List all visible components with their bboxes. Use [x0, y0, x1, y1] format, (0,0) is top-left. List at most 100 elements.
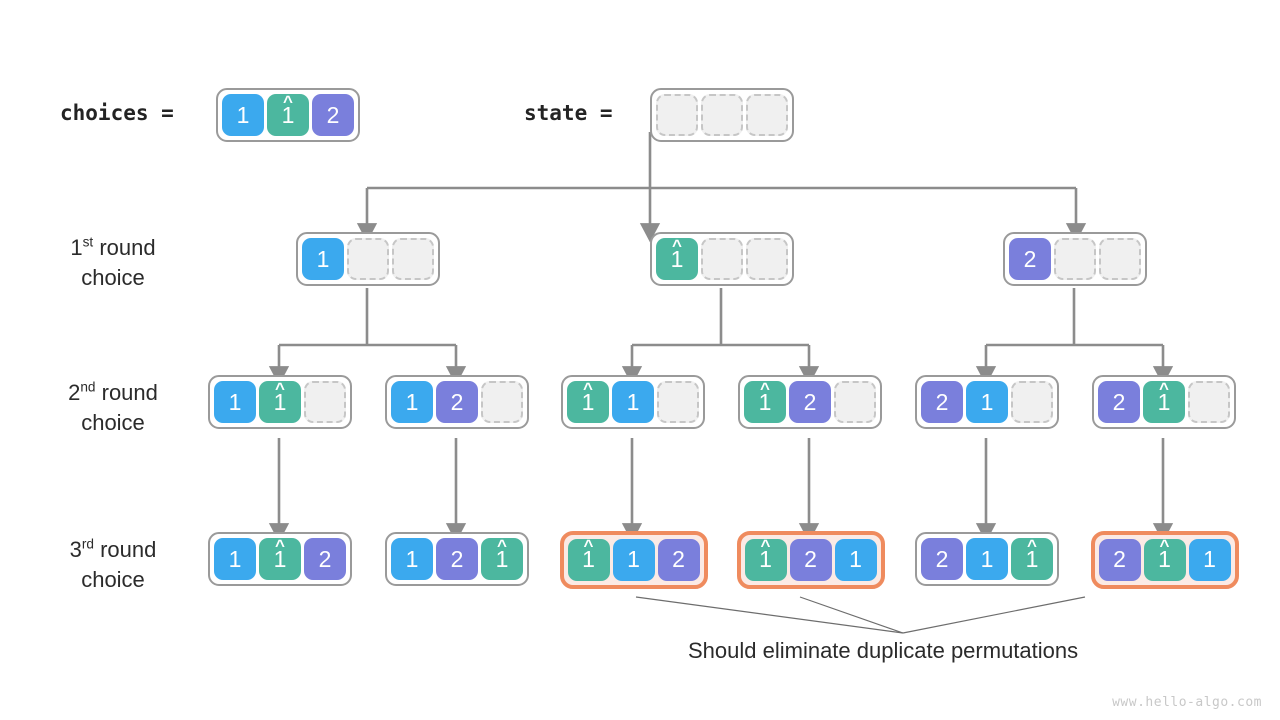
hat-glyph: ^1 — [758, 380, 772, 415]
state-label: state = — [524, 101, 613, 125]
cell-value: 1 — [759, 546, 772, 572]
caret-icon: ^ — [672, 235, 682, 255]
cell-value: 1 — [236, 101, 250, 128]
array-cell-1: 1 — [1188, 538, 1231, 581]
cell-value: 1 — [405, 545, 419, 572]
caret-icon: ^ — [497, 535, 507, 555]
tree-node-round2-6: 2^1 — [1092, 375, 1236, 429]
hat-glyph: ^1 — [582, 537, 595, 572]
array-cell-1: 1 — [966, 538, 1008, 580]
cell-value: 1 — [627, 546, 640, 572]
cell-value: 1 — [980, 388, 994, 415]
cell-value: 2 — [935, 545, 949, 572]
array-cell-1: 1 — [214, 538, 256, 580]
cell-value: 1 — [849, 546, 862, 572]
array-cell-1: 1 — [966, 381, 1008, 423]
cell-value: 1 — [626, 388, 640, 415]
array-cell-1: 1 — [391, 538, 433, 580]
hat-glyph: ^1 — [759, 537, 772, 572]
array-cell-2: 2 — [789, 538, 832, 581]
cell-value: 1 — [581, 388, 595, 415]
cell-value: 1 — [1157, 388, 1171, 415]
state-array — [650, 88, 794, 142]
array-cell-marked-1: ^1 — [481, 537, 523, 580]
cell-value: 2 — [450, 545, 464, 572]
row-label-round-2-line1: 2nd round — [68, 379, 158, 405]
row-label-round-3-line1: 3rd round — [69, 536, 157, 562]
hat-glyph: ^1 — [671, 237, 684, 271]
array-cell-empty — [657, 381, 699, 423]
array-cell-empty — [834, 381, 876, 423]
row-label-round-3-line2: choice — [81, 567, 145, 593]
array-cell-empty — [392, 238, 434, 280]
array-cell-2: 2 — [789, 381, 831, 423]
caret-icon: ^ — [1159, 378, 1169, 398]
tree-node-round1-2: ^1 — [650, 232, 794, 286]
array-cell-empty — [701, 94, 743, 136]
array-cell-1: 1 — [612, 381, 654, 423]
row-label-round-3: 3rd round choice — [23, 535, 203, 596]
row-label-round-1-line2: choice — [81, 265, 145, 291]
hat-glyph: ^1 — [495, 537, 509, 572]
watermark: www.hello-algo.com — [1112, 695, 1262, 710]
tree-node-round1-3: 2 — [1003, 232, 1147, 286]
array-cell-2: 2 — [921, 381, 963, 423]
array-cell-2: 2 — [436, 381, 478, 423]
array-cell-marked-1: ^1 — [259, 380, 301, 423]
caret-icon: ^ — [1159, 536, 1170, 555]
hat-glyph: ^1 — [273, 380, 287, 415]
caret-icon: ^ — [283, 91, 293, 111]
array-cell-empty — [1099, 238, 1141, 280]
array-cell-empty — [304, 381, 346, 423]
cell-value: 2 — [318, 545, 332, 572]
cell-value: 1 — [582, 546, 595, 572]
array-cell-1: 1 — [834, 538, 877, 581]
array-cell-empty — [746, 94, 788, 136]
array-cell-marked-1: ^1 — [567, 380, 609, 423]
caret-icon: ^ — [760, 536, 771, 555]
array-cell-marked-1: ^1 — [656, 237, 698, 280]
cell-value: 1 — [405, 388, 419, 415]
duplicate-caption: Should eliminate duplicate permutations — [688, 638, 1079, 663]
array-cell-marked-1: ^1 — [1011, 537, 1053, 580]
cell-value: 2 — [450, 388, 464, 415]
cell-value: 1 — [273, 388, 287, 415]
cell-value: 1 — [316, 245, 330, 272]
array-cell-empty — [746, 238, 788, 280]
array-cell-empty — [1011, 381, 1053, 423]
array-cell-empty — [1188, 381, 1230, 423]
cell-value: 1 — [228, 388, 242, 415]
hat-glyph: ^1 — [273, 537, 287, 572]
array-cell-empty — [701, 238, 743, 280]
array-cell-empty — [656, 94, 698, 136]
hat-glyph: ^1 — [1025, 537, 1039, 572]
cell-value: 1 — [495, 545, 509, 572]
caret-icon: ^ — [1027, 535, 1037, 555]
array-cell-marked-1: ^1 — [267, 91, 309, 136]
array-cell-2: 2 — [1098, 381, 1140, 423]
cell-value: 1 — [758, 388, 772, 415]
array-cell-marked-1: ^1 — [1143, 378, 1185, 423]
array-cell-2: 2 — [1009, 238, 1051, 280]
array-cell-empty — [1054, 238, 1096, 280]
cell-value: 1 — [281, 101, 295, 128]
array-cell-2: 2 — [657, 538, 700, 581]
array-cell-marked-1: ^1 — [744, 380, 786, 423]
caret-icon: ^ — [760, 378, 770, 398]
caret-icon: ^ — [275, 378, 285, 398]
caret-icon: ^ — [583, 536, 594, 555]
cell-value: 2 — [935, 388, 949, 415]
array-cell-2: 2 — [1098, 538, 1141, 581]
cell-value: 1 — [1025, 545, 1039, 572]
cell-value: 1 — [273, 545, 287, 572]
tree-node-round2-1: 1^1 — [208, 375, 352, 429]
